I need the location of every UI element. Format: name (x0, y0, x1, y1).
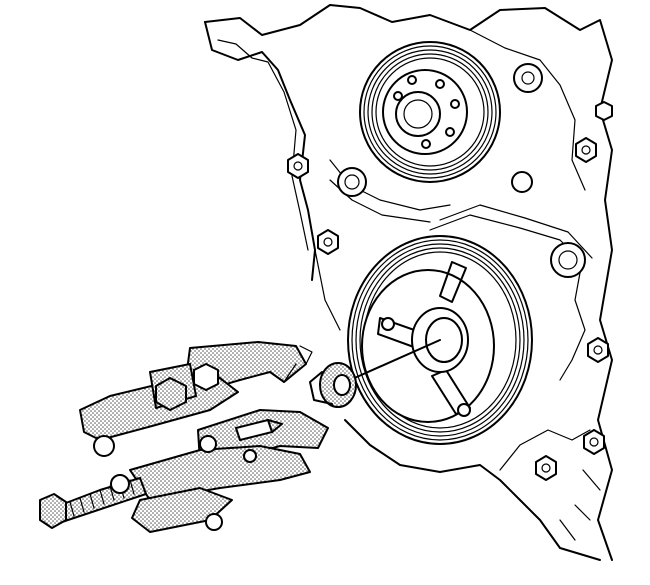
cover-bolt (587, 337, 609, 363)
engine-front-cover (204, 4, 613, 561)
upper-idler-pulley (359, 41, 501, 183)
cover-bolt (287, 153, 309, 179)
cover-bolt (575, 137, 597, 163)
cover-bolt (317, 229, 339, 255)
cover-bolt (595, 101, 613, 121)
cover-bolt (583, 429, 605, 455)
center-bolt-adapter (309, 339, 441, 408)
cover-bolt (535, 455, 557, 481)
jaw-puller (39, 341, 329, 533)
